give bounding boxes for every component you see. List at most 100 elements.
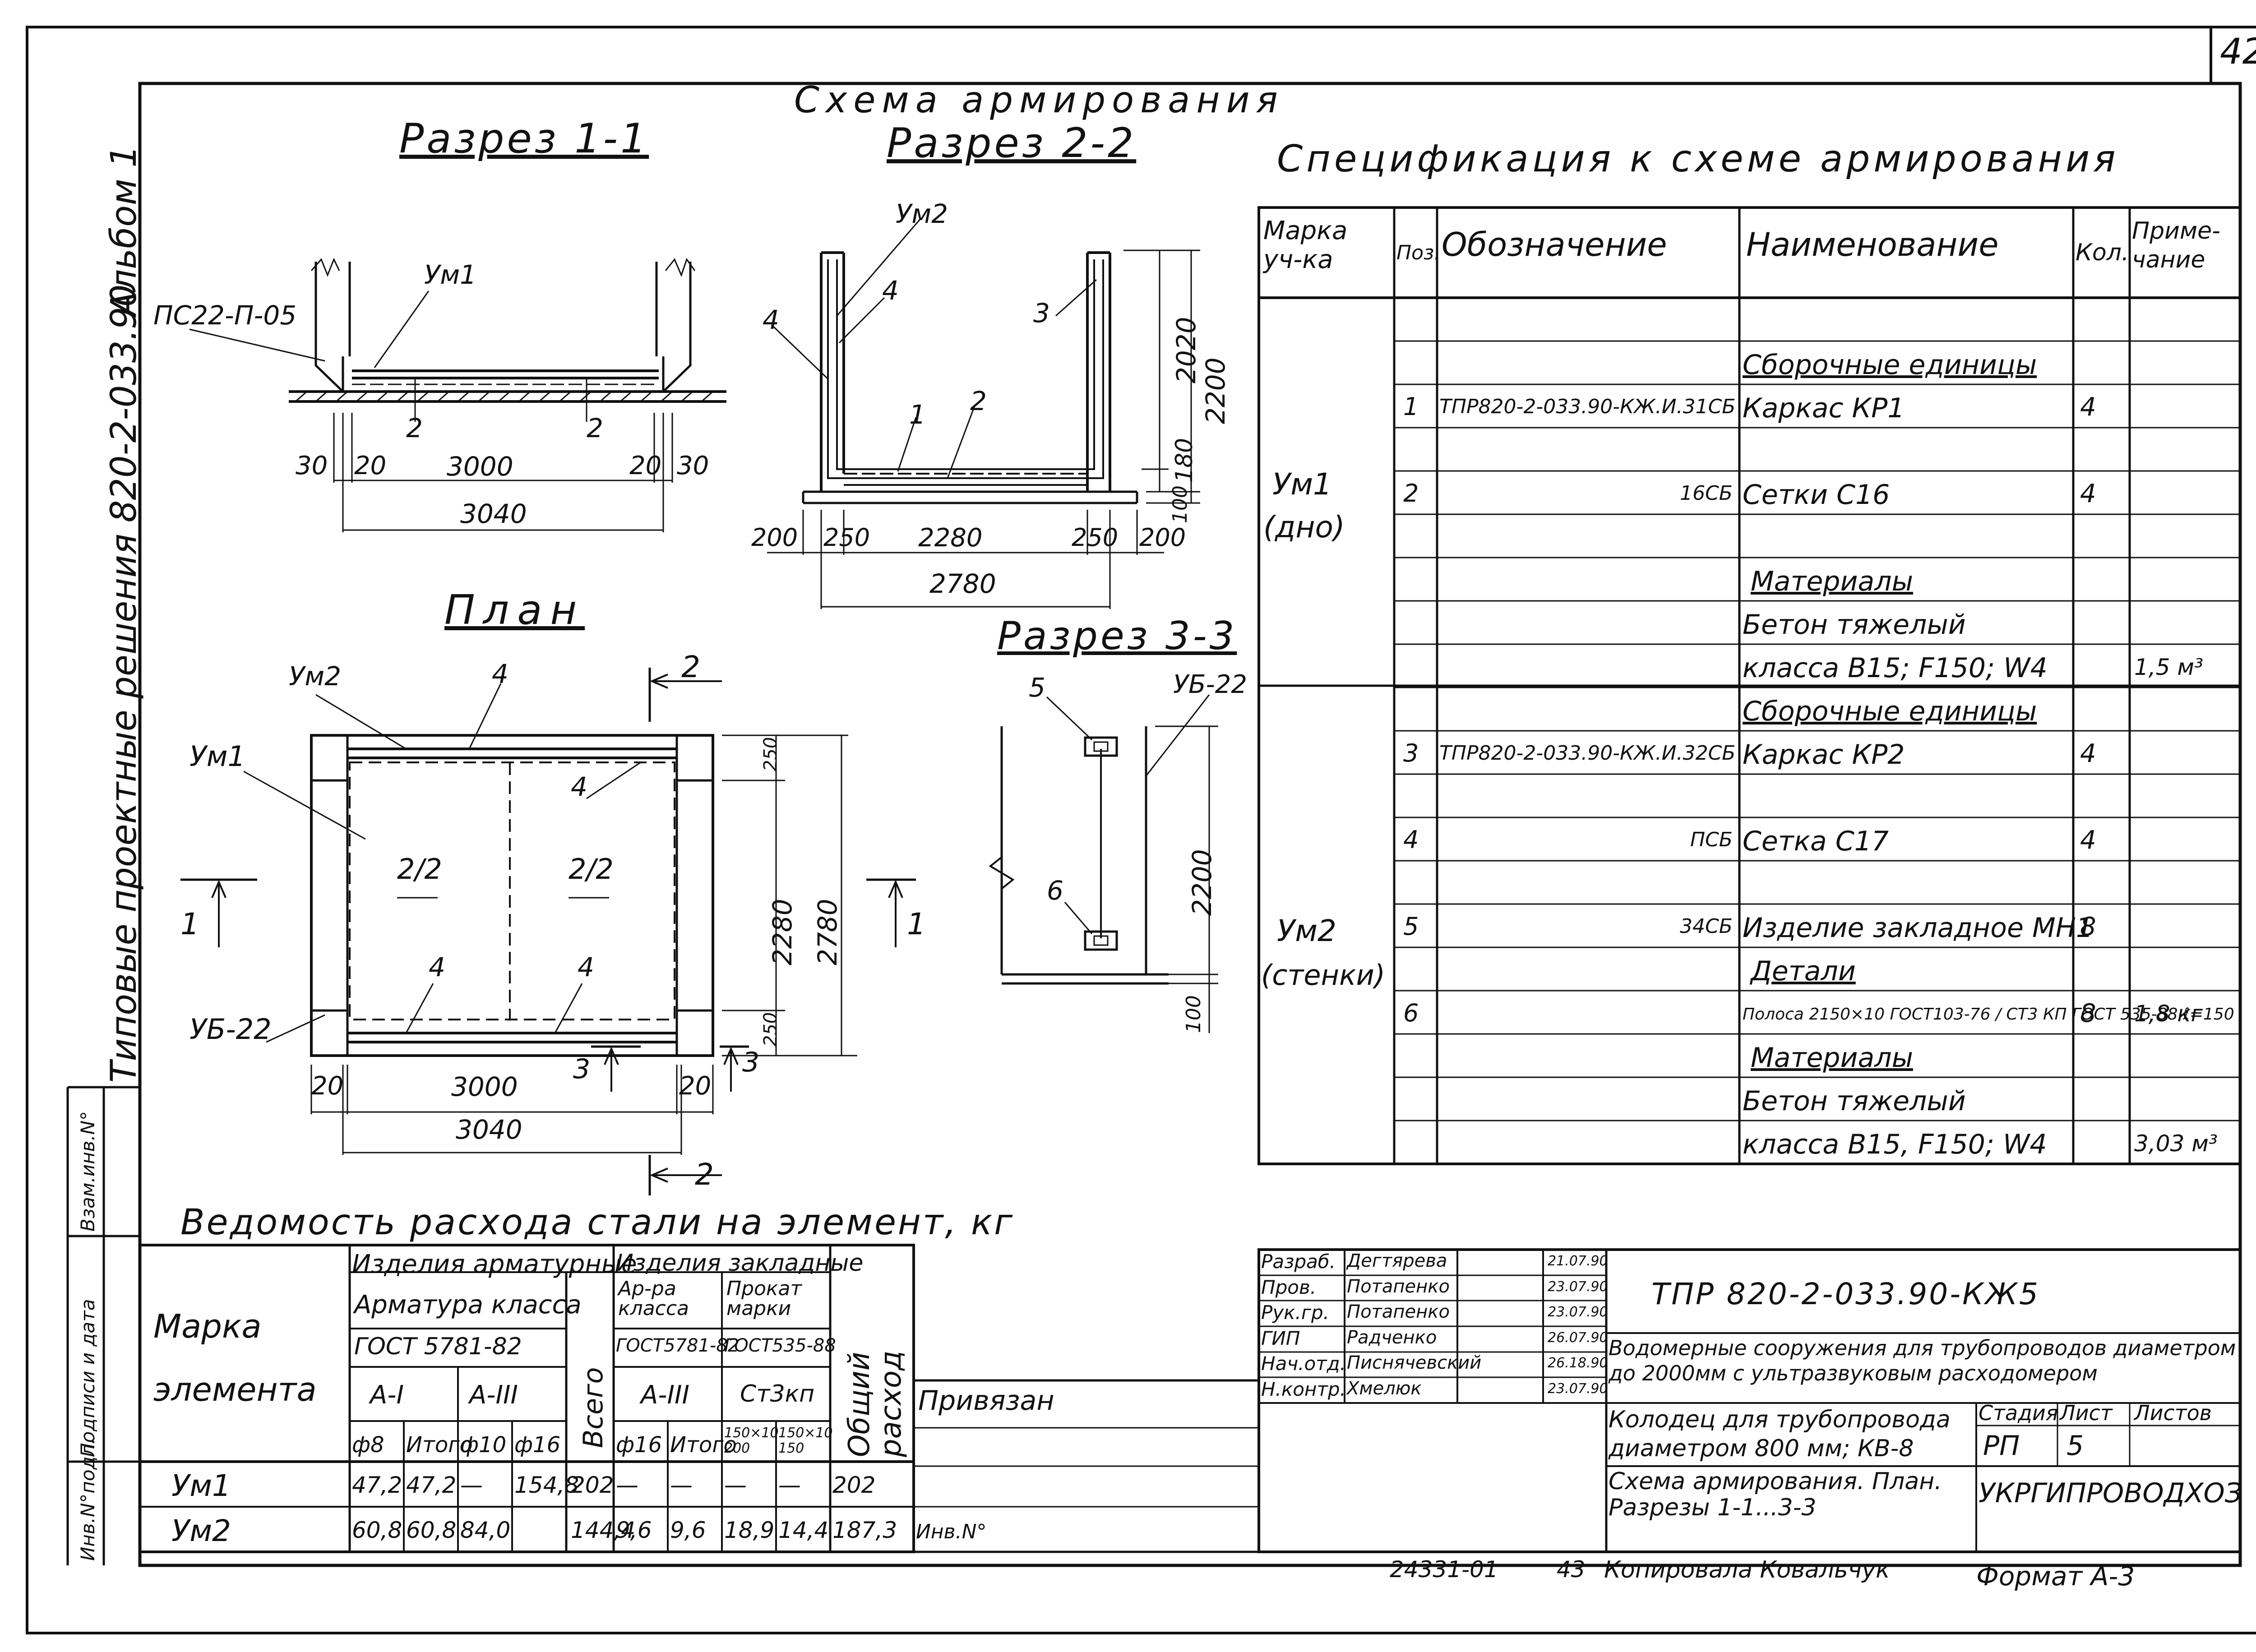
tb-date: 26.07.90 [1548, 1329, 1608, 1346]
steel-h-arcl: Ар-ра класса [618, 1277, 689, 1320]
section-3-3-drawing [989, 694, 1218, 1033]
binding-grid [914, 1379, 1259, 1553]
title-block-grid [1257, 1248, 2242, 1553]
spec-cell-pos: 4 [1403, 826, 1419, 854]
spec-cell-name: Сетки С16 [1743, 479, 1890, 511]
label-6-s33: 6 [1047, 875, 1063, 906]
side-stamp-replaced: Взам.инв.N° [77, 1111, 99, 1232]
label-4c-plan: 4 [429, 952, 445, 983]
title-block-project: Водомерные сооружения для трубопроводов … [1609, 1336, 2236, 1385]
spec-cell-name: Полоса 2150×10 ГОСТ103-76 / СТ3 КП ГОСТ … [1743, 1005, 2234, 1024]
spec-cell-des: 34СБ [1680, 915, 1733, 938]
tb-name: Радченко [1347, 1327, 1437, 1348]
steel-subheader: ф16 [616, 1432, 662, 1458]
label-2-s22: 2 [970, 386, 987, 416]
steel-cell: — [778, 1472, 801, 1498]
title-block-code: ТПР 820-2-033.90-КЖ5 [1651, 1277, 2040, 1311]
steel-cell: 202 [571, 1472, 614, 1498]
tb-date: 23.07.90 [1548, 1381, 1608, 1397]
steel-h-emb: Изделия закладные [616, 1250, 864, 1277]
label-ub22-plan: УБ-22 [190, 1013, 272, 1046]
dim-s22-250a: 250 [823, 523, 870, 552]
side-stamp-inv: Инв.N°подл. [77, 1438, 99, 1561]
label-4b-s22: 4 [882, 275, 899, 306]
spec-h-mark: Марка уч-ка [1263, 216, 1348, 274]
dim-s11-3000: 3000 [447, 451, 513, 482]
steel-cell: — [460, 1472, 483, 1498]
dim-s22-2020: 2020 [1171, 317, 1202, 383]
section-2-2-title: Разрез 2-2 [887, 120, 1137, 167]
steel-h-a1: А-I [370, 1380, 404, 1410]
section-2-2-drawing [767, 218, 1200, 609]
dim-plan-20b: 20 [679, 1071, 712, 1101]
dim-plan-250b: 250 [760, 1012, 781, 1047]
spec-cell-qty: 4 [2080, 479, 2096, 508]
steel-h-prokat: Прокат марки [726, 1277, 802, 1320]
tb-name: Потапенко [1347, 1276, 1450, 1297]
spec-cell-des: ТПР820-2-033.90-КЖ.И.31СБ [1439, 395, 1736, 418]
steel-h-a3: А-III [469, 1380, 518, 1410]
tb-name: Хмелюк [1347, 1378, 1422, 1399]
spec-cell-name: Материалы [1751, 1042, 1913, 1074]
dim-plan-2780: 2780 [812, 899, 843, 965]
steel-h-arm: Изделия арматурные [352, 1250, 637, 1279]
dim-s22-180: 180 [1171, 438, 1198, 483]
steel-cell: 9,6 [616, 1517, 652, 1543]
spec-cell-des: ТПР820-2-033.90-КЖ.И.32СБ [1439, 742, 1736, 765]
label-2b-s11: 2 [587, 413, 603, 443]
dim-s11-20b: 20 [629, 451, 662, 480]
spec-cell-name: Бетон тяжелый [1743, 609, 1966, 641]
binding-label: Привязан [918, 1385, 1054, 1417]
steel-h-armclass: Арматура класса [354, 1290, 582, 1320]
label-ub22-s33: УБ-22 [1173, 670, 1248, 699]
steel-h-total: Всего [578, 1367, 609, 1448]
steel-subheader: 150×10 200 [724, 1425, 779, 1456]
spec-h-qty: Кол. [2076, 239, 2129, 266]
steel-cell: 60,8 [406, 1517, 457, 1543]
label-4d-plan: 4 [578, 952, 594, 983]
spec-group2-mark2: (стенки) [1261, 959, 1386, 992]
label-2a-s11: 2 [406, 413, 423, 443]
label-um2-plan: Ум2 [289, 661, 341, 692]
spec-cell-name: класса В15, F150; W4 [1743, 1129, 2047, 1160]
spec-h-name: Наименование [1746, 226, 1999, 263]
tb-role: Н.контр. [1261, 1378, 1346, 1400]
title-block-sheets-h: Листов [2134, 1401, 2212, 1425]
title-block-stage: РП [1983, 1430, 2020, 1462]
spec-h-pos: Поз. [1396, 241, 1441, 264]
steel-h-sum: Общий расход [843, 1350, 908, 1457]
steel-cell: — [670, 1472, 693, 1498]
tb-name: Потапенко [1347, 1301, 1450, 1323]
steel-h-gost2: ГОСТ5781-82 [616, 1335, 740, 1356]
spec-cell-pos: 5 [1403, 912, 1419, 941]
steel-cell: 14,4 [778, 1517, 829, 1543]
label-5-s33: 5 [1029, 672, 1045, 703]
dim-s11-30b: 30 [677, 451, 709, 480]
tb-date: 21.07.90 [1548, 1253, 1608, 1269]
plan-drawing [180, 668, 916, 1195]
outer-frame [26, 26, 2256, 1634]
cut-3-left: 3 [573, 1053, 591, 1085]
tb-date: 23.07.90 [1548, 1304, 1608, 1320]
spec-cell-name: Каркас КР2 [1743, 739, 1905, 771]
tb-name: Писнячевский [1347, 1352, 1482, 1374]
steel-cell: 47,2 [406, 1472, 457, 1498]
steel-subheader: ф16 [514, 1432, 561, 1458]
tb-role: Пров. [1261, 1276, 1317, 1298]
spec-group2-mark: Ум2 [1277, 914, 1336, 948]
spec-title: Спецификация к схеме армирования [1277, 138, 2119, 180]
drawing-title: Схема армирования [794, 79, 1284, 121]
steel-h-mark: Марка элемента [153, 1307, 317, 1408]
spec-cell-pos: 1 [1403, 392, 1419, 421]
cut-2-top: 2 [681, 650, 700, 684]
section-1-1-drawing [189, 258, 726, 532]
spec-cell-name: Сборочные единицы [1743, 349, 2037, 381]
footer-inv: 24331-01 [1390, 1556, 1498, 1583]
dim-s11-20a: 20 [354, 451, 387, 480]
spec-group1-mark2: (дно) [1263, 510, 1345, 545]
steel-subheader: 150×10 150 [778, 1425, 833, 1456]
steel-row-mark: Ум1 [171, 1468, 231, 1503]
steel-h-a3b: А-III [641, 1380, 690, 1410]
tb-name: Дегтярева [1347, 1251, 1447, 1271]
